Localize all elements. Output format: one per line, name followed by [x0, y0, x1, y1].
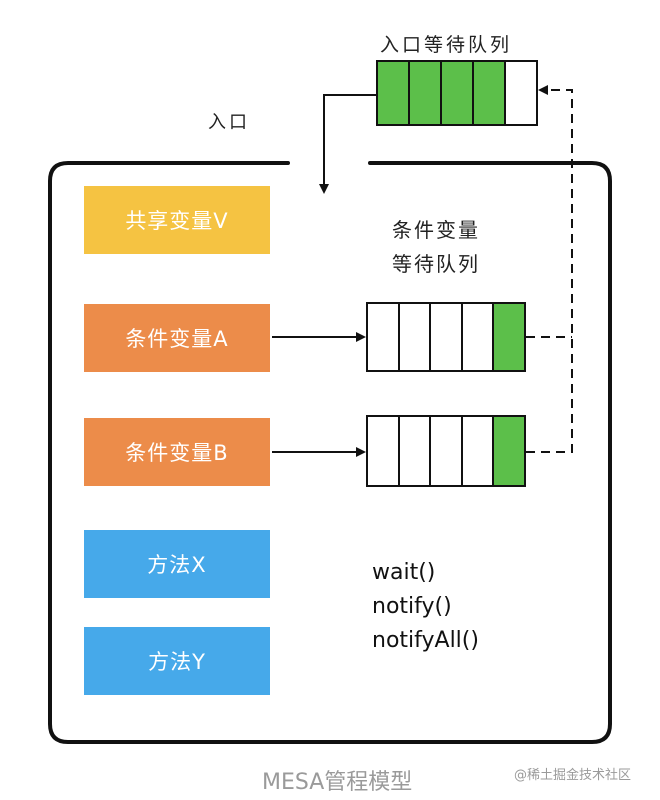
queue-cell — [368, 304, 400, 370]
queue-cell — [462, 304, 495, 370]
queue-cell — [431, 417, 463, 485]
queue-cell — [494, 417, 524, 485]
queue-cell — [368, 417, 400, 485]
queue-cell — [506, 62, 536, 124]
diagram-caption: MESA管程模型 — [262, 770, 413, 795]
condition-a-wait-queue — [366, 302, 526, 372]
queue-cell — [399, 304, 432, 370]
method-y-box: 方法Y — [84, 627, 270, 695]
queue-cell — [462, 417, 495, 485]
condition-variable-a-label: 条件变量A — [125, 327, 229, 351]
queue-cell — [494, 304, 524, 370]
queue-cell — [431, 304, 463, 370]
method-notify-all: notifyAll() — [372, 628, 479, 653]
method-wait: wait() — [372, 560, 436, 585]
condition-b-wait-queue — [366, 415, 526, 487]
queue-cell — [442, 62, 474, 124]
method-x-label: 方法X — [147, 553, 207, 577]
entry-queue-label: 入口等待队列 — [380, 34, 513, 56]
method-x-box: 方法X — [84, 530, 270, 598]
entry-wait-queue — [376, 60, 538, 126]
cond-queue-label-1: 条件变量 — [392, 218, 480, 242]
method-list: wait() notify() notifyAll() — [372, 556, 479, 658]
condition-variable-b-label: 条件变量B — [125, 441, 229, 465]
queue-cell — [410, 62, 442, 124]
queue-cell — [378, 62, 410, 124]
method-notify: notify() — [372, 594, 452, 619]
queue-b-return-dashed — [526, 85, 573, 453]
queue-cell — [399, 417, 432, 485]
cond-queue-label-2: 等待队列 — [392, 252, 480, 276]
condition-variable-b-box: 条件变量B — [84, 418, 270, 486]
queue-cell — [474, 62, 506, 124]
monitor-outline — [48, 161, 612, 744]
entry-label: 入口 — [208, 112, 250, 133]
method-y-label: 方法Y — [148, 650, 206, 674]
shared-variable-label: 共享变量V — [125, 209, 229, 233]
condition-variable-a-box: 条件变量A — [84, 304, 270, 372]
shared-variable-box: 共享变量V — [84, 186, 270, 254]
watermark: @稀土掘金技术社区 — [514, 768, 632, 783]
entry-arrow — [319, 94, 378, 194]
